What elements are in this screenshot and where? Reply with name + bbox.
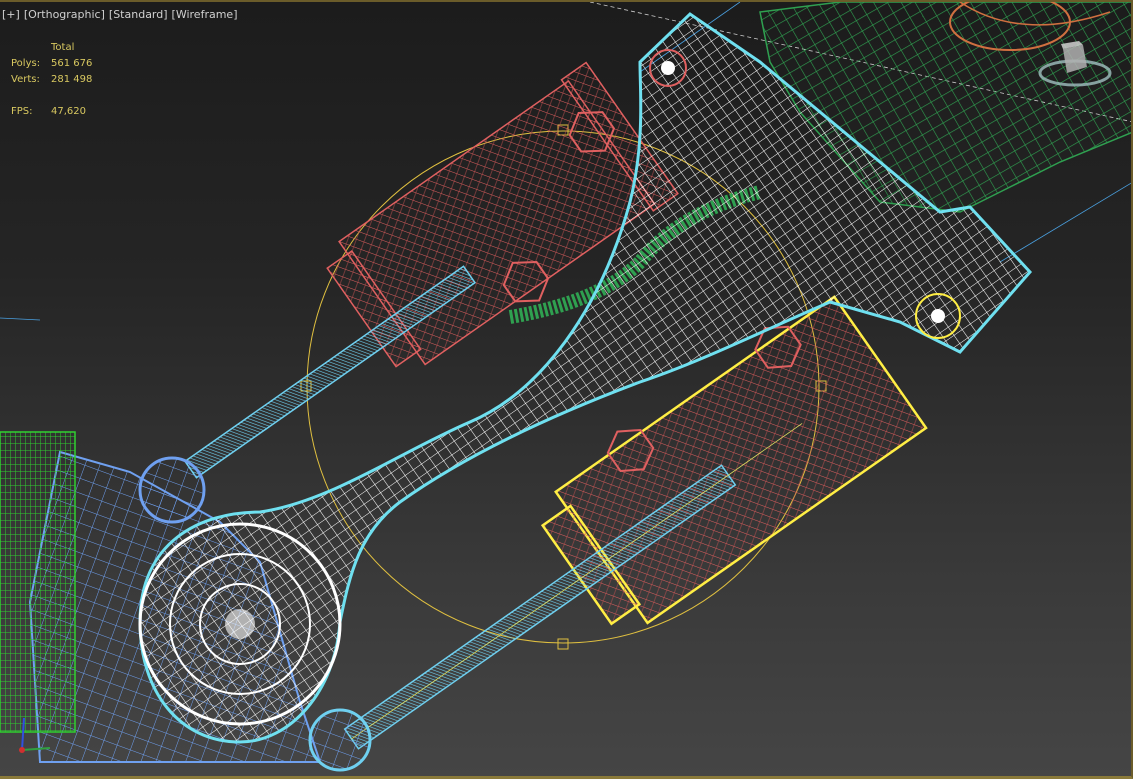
viewport-menu-shading-standard[interactable]: [Standard] xyxy=(108,8,168,21)
verts-label: Verts: xyxy=(11,74,40,85)
verts-value: 281 498 xyxy=(51,74,93,85)
cyan-rod-lower[interactable] xyxy=(343,414,809,750)
polys-label: Polys: xyxy=(11,58,41,69)
green-mesh-left[interactable] xyxy=(0,431,76,733)
stats-header: Total xyxy=(51,42,75,53)
fps-value: 47,620 xyxy=(51,106,86,117)
viewport-labels: [+][Orthographic][Standard][Wireframe] xyxy=(2,8,242,21)
polys-value: 561 676 xyxy=(51,58,93,69)
white-main-link-selected[interactable] xyxy=(138,12,1033,744)
viewport-menu-display-wireframe[interactable]: [Wireframe] xyxy=(171,8,238,21)
fps-label: FPS: xyxy=(11,106,33,117)
viewport-menu-projection[interactable]: [Orthographic] xyxy=(23,8,105,21)
statistics-overlay: Total Polys: 561 676 Verts: 281 498 FPS: 47… xyxy=(11,40,92,120)
axis-tripod-icon xyxy=(19,717,51,753)
viewport-menu-plus[interactable]: [+] xyxy=(2,8,20,21)
viewcube-icon[interactable] xyxy=(1035,37,1115,92)
